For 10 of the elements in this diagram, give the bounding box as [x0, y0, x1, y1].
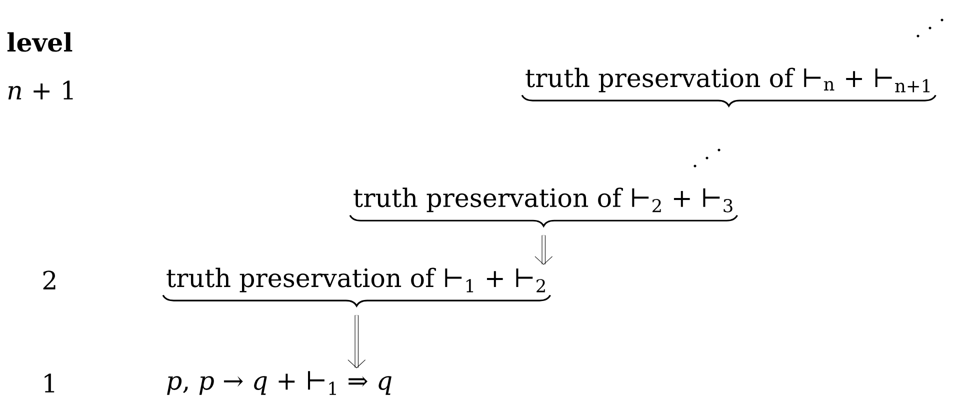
column-heading: level	[7, 32, 72, 52]
double-arrow	[348, 315, 366, 368]
level-number: 1	[44, 374, 54, 392]
formula-text: p, p → q + ⊢$_{1}$ ⇒ q	[167, 371, 392, 395]
formula-text: truth preservation of ⊢$_{n}$ + ⊢$_{n+1}$	[526, 68, 930, 92]
formula-text: truth preservation of ⊢$_{2}$ + ⊢$_{3}$	[354, 188, 732, 212]
level-number: n + 1	[8, 80, 73, 100]
formula-text: truth preservation of ⊢$_{1}$ + ⊢$_{2}$	[166, 268, 545, 292]
double-arrow	[534, 235, 553, 265]
level-number: 2	[43, 270, 56, 290]
